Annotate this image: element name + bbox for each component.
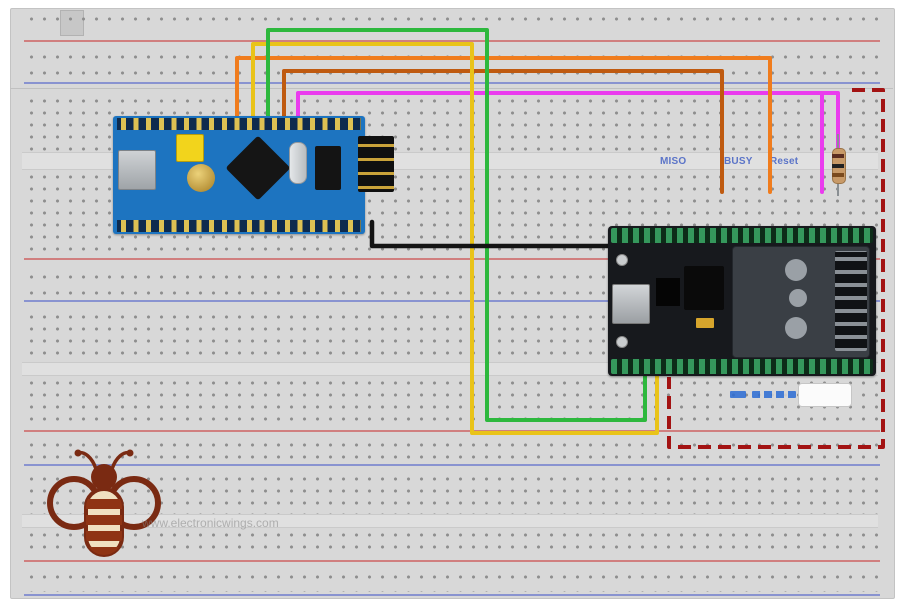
mcu-chip (225, 135, 291, 201)
dot-grid (22, 10, 878, 22)
crystal-oscillator (289, 142, 307, 184)
board-seam (10, 88, 893, 89)
resistor-band (832, 164, 844, 168)
bee-stripes (86, 499, 122, 555)
usb-connector (118, 150, 156, 190)
silk-mark (730, 391, 746, 398)
wifi-antenna (835, 251, 867, 351)
power-rail-red-line (24, 430, 880, 432)
boot-button (616, 254, 628, 266)
power-rail-blue-line (24, 594, 880, 596)
esp32-board (608, 226, 876, 376)
stm32-pin-header-top (117, 118, 361, 130)
usb-uart-chip (656, 278, 680, 306)
power-rail-red-line (24, 40, 880, 42)
shield-mark (785, 317, 807, 339)
wire-orange-dark (282, 69, 724, 194)
bee-antenna-tip (74, 449, 82, 457)
dot-grid (22, 564, 878, 592)
bee-head (91, 464, 117, 490)
wire-yellow (251, 42, 659, 435)
silk-mark (752, 391, 796, 398)
dot-grid (22, 436, 878, 462)
stm32-board (113, 116, 365, 234)
pin-label-busy: BUSY (724, 156, 753, 167)
dot-grid (22, 44, 878, 80)
regulator-chip (315, 146, 341, 190)
dot-grid (22, 374, 878, 428)
wire-orange (235, 56, 772, 194)
resistor (831, 134, 846, 196)
power-rail-blue-line (24, 300, 880, 302)
pin-label-reset: Reset (770, 156, 799, 167)
power-chip (684, 266, 724, 310)
watermark-text: www.electronicwings.com (142, 516, 279, 530)
shield-mark (785, 259, 807, 281)
gold-pad (187, 164, 215, 192)
wire-green (266, 28, 647, 422)
swd-header (358, 136, 394, 192)
shield-mark (789, 289, 807, 307)
white-component (798, 383, 852, 407)
wire-magenta (296, 91, 840, 154)
reset-button (616, 336, 628, 348)
resistor-band (832, 173, 844, 177)
stm32-pin-header-bottom (117, 220, 361, 232)
resistor-band (832, 154, 844, 158)
capacitor (696, 318, 714, 328)
boot-jumper (176, 134, 204, 162)
usb-connector (612, 284, 650, 324)
esp32-terminal-bottom (611, 359, 873, 374)
dot-grid (22, 470, 878, 514)
esp32-terminal-top (611, 228, 873, 243)
wire-dashed-red (667, 88, 885, 449)
dot-grid (22, 526, 878, 556)
esp32-module-shield (732, 246, 870, 358)
bee-logo (38, 443, 170, 565)
power-rail-blue-line (24, 82, 880, 84)
power-rail-blue-line (24, 464, 880, 466)
pin-label-miso: MISO (660, 156, 687, 167)
bee-antenna-tip (126, 449, 134, 457)
power-rail-red-line (24, 560, 880, 562)
power-rail-red-line (24, 258, 880, 260)
